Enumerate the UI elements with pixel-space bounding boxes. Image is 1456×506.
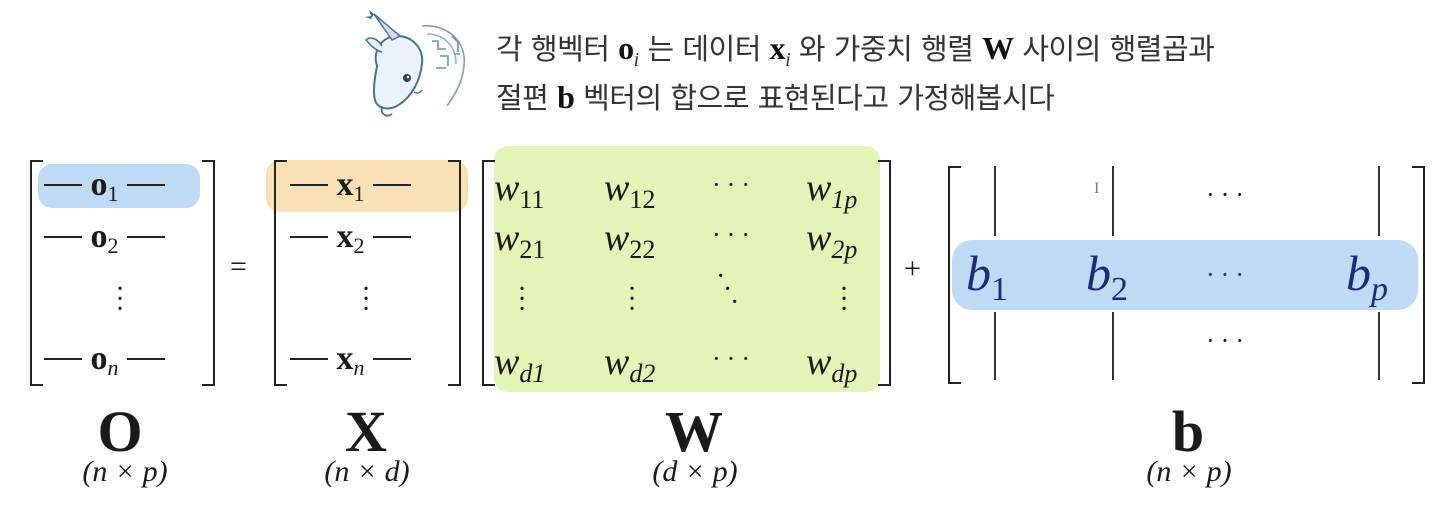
w-12: w12: [604, 167, 656, 214]
w-col4-vdots: ···: [839, 274, 849, 325]
b-col2-line-top: [1112, 166, 1114, 236]
symbol-x: x: [769, 30, 786, 66]
matrix-x-dim: (n × d): [324, 455, 410, 488]
b-top-hdots: ···: [1206, 180, 1250, 209]
matrix-o-left-bracket: [30, 160, 43, 386]
b-bottom-hdots: ···: [1206, 326, 1250, 355]
w-dp: wdp: [806, 341, 858, 388]
w-22: w22: [604, 217, 656, 264]
matrix-x-left-bracket: [274, 160, 287, 386]
caption-text-f: 벡터의 합으로 표현된다고 가정해봅시다: [574, 81, 1055, 115]
b-row-highlight: [952, 240, 1418, 310]
matrix-o-row-1: o1: [44, 166, 165, 207]
w-21: w21: [494, 217, 546, 264]
b-mid-hdots: ···: [1206, 260, 1250, 289]
matrix-x-row-2: x2: [290, 218, 411, 259]
w-row2-hdots: ···: [712, 220, 756, 249]
matrix-w-right-bracket: [878, 160, 891, 386]
matrix-o-row-2: o2: [44, 218, 165, 259]
w-d1: wd1: [494, 341, 546, 388]
unicorn-mascot-icon: [364, 10, 465, 117]
caption-text-e: 절편: [496, 81, 558, 115]
subscript-i: i: [633, 49, 640, 71]
b-col1-line-top: [994, 166, 996, 236]
matrix-w-label: W: [665, 399, 723, 464]
matrix-b-label: b: [1171, 399, 1205, 464]
w-col1-vdots: ···: [517, 274, 527, 325]
w-row1-hdots: ···: [712, 170, 756, 199]
matrix-x-row-n: xn: [290, 340, 411, 381]
w-11: w11: [494, 167, 545, 214]
b-p: bp: [1346, 245, 1388, 308]
b-col1-line-bottom: [994, 312, 996, 380]
w-matrix-highlight: [494, 146, 880, 392]
b-colp-line-bottom: [1378, 312, 1380, 380]
matrix-w-dim: (d × p): [652, 455, 738, 488]
symbol-b: b: [557, 79, 575, 115]
caption-text-d: 사이의 행렬곱과: [1013, 32, 1215, 66]
matrix-b-right-bracket: [1412, 166, 1425, 384]
caption-line-2: 절편 b 벡터의 합으로 표현된다고 가정해봅시다: [496, 75, 1436, 120]
b-2: b2: [1086, 245, 1128, 308]
matrix-o-right-bracket: [202, 160, 215, 386]
plus-sign: +: [904, 252, 921, 285]
w-row3-hdots: ···: [712, 344, 756, 373]
matrix-x-right-bracket: [448, 160, 461, 386]
caption-text-a: 각 행벡터: [496, 32, 619, 66]
b-col2-line-bottom: [1112, 312, 1114, 380]
matrix-o-vdots: ···: [115, 274, 125, 325]
matrix-x-row-1: x1: [290, 166, 411, 207]
matrix-o-dim: (n × p): [82, 455, 168, 488]
symbol-o: o: [618, 30, 634, 66]
caption-text: 각 행벡터 oi 는 데이터 xi 와 가중치 행렬 W 사이의 행렬곱과 절편…: [496, 26, 1436, 120]
w-2p: w2p: [806, 217, 858, 264]
subscript-i: i: [785, 49, 791, 71]
b-colp-line-top: [1378, 166, 1380, 236]
caption-text-b: 는 데이터: [638, 32, 770, 66]
w-1p: w1p: [806, 167, 858, 214]
matrix-x-label: X: [345, 399, 387, 464]
text-cursor-icon: I: [1094, 180, 1100, 197]
equals-sign: =: [230, 250, 247, 283]
matrix-w-left-bracket: [482, 160, 495, 386]
caption-line-1: 각 행벡터 oi 는 데이터 xi 와 가중치 행렬 W 사이의 행렬곱과: [496, 26, 1436, 75]
matrix-b-dim: (n × p): [1146, 455, 1232, 488]
caption-text-c: 와 가중치 행렬: [790, 32, 983, 66]
matrix-o-row-n: on: [44, 340, 165, 381]
w-ddots: · · ·: [716, 261, 740, 318]
matrix-b-left-bracket: [948, 166, 961, 384]
w-d2: wd2: [604, 341, 656, 388]
w-col2-vdots: ···: [627, 274, 637, 325]
b-1: b1: [966, 245, 1008, 308]
symbol-W: W: [982, 30, 1014, 66]
matrix-x-vdots: ···: [361, 274, 371, 325]
matrix-o-label: O: [97, 399, 143, 464]
